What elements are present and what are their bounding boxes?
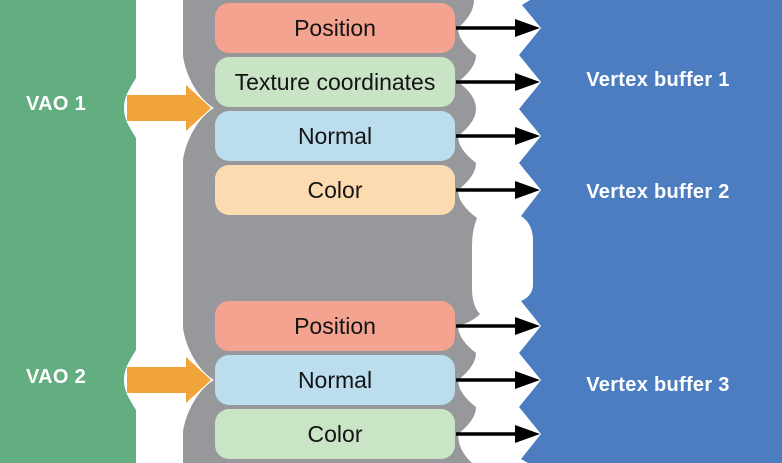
arrow-head-g1-texcoords — [515, 73, 540, 91]
attr-box-g2-color — [215, 409, 455, 459]
arrow-head-g1-color — [515, 181, 540, 199]
vao-panel — [0, 0, 136, 463]
attr-box-g1-normal — [215, 111, 455, 161]
arrow-head-g1-normal — [515, 127, 540, 145]
attr-box-g2-position — [215, 301, 455, 351]
attribute-to-buffer-arrows — [456, 19, 540, 443]
attr-box-g1-texcoords — [215, 57, 455, 107]
arrow-head-g2-color — [515, 425, 540, 443]
arrow-head-g2-position — [515, 317, 540, 335]
attr-box-g1-color — [215, 165, 455, 215]
arrow-head-g1-position — [515, 19, 540, 37]
vao1-arrow — [127, 85, 211, 131]
attr-box-g1-position — [215, 3, 455, 53]
buffer-panel — [519, 0, 782, 463]
attr-box-g2-normal — [215, 355, 455, 405]
vao2-arrow — [127, 357, 211, 403]
arrow-head-g2-normal — [515, 371, 540, 389]
